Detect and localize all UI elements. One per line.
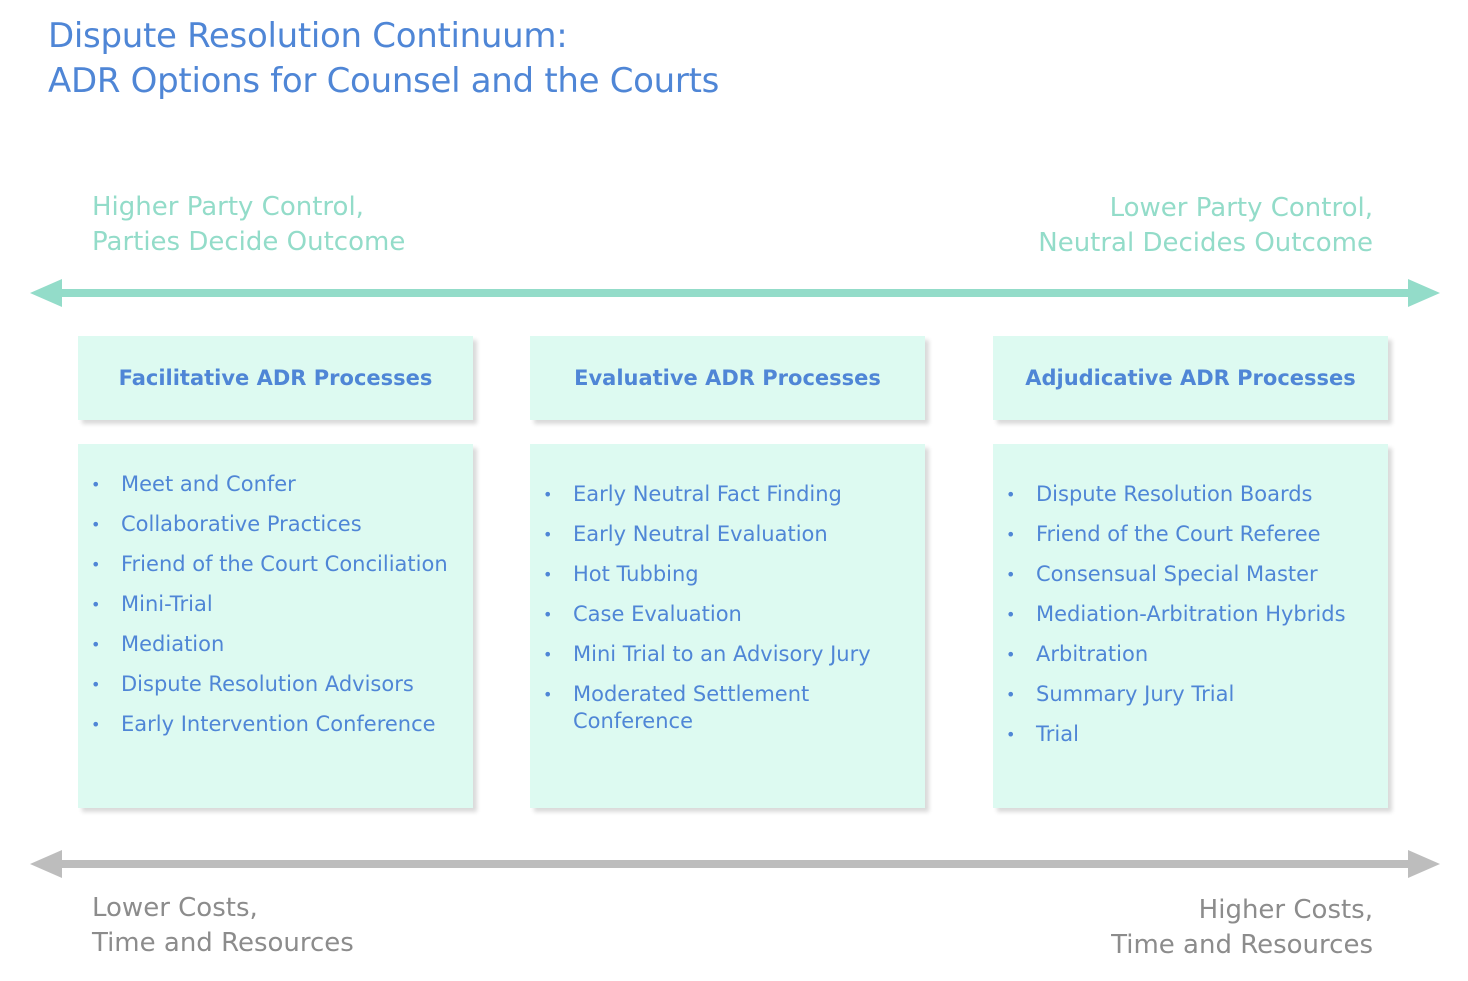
evaluative-list-box: • Early Neutral Fact Finding • Early Neutr… <box>530 444 925 808</box>
list-item-label: Early Intervention Conference <box>121 712 436 736</box>
bullet-icon: • <box>543 685 553 704</box>
list-item: • Early Intervention Conference <box>78 711 463 738</box>
bullet-icon: • <box>91 595 101 614</box>
lower-costs-label: Lower Costs, Time and Resources <box>92 891 354 961</box>
list-item-label: Mediation <box>121 632 225 656</box>
bullet-icon: • <box>543 645 553 664</box>
list-item-label: Dispute Resolution Boards <box>1036 482 1313 506</box>
list-item: • Mediation-Arbitration Hybrids <box>993 601 1378 628</box>
list-item: • Early Neutral Fact Finding <box>530 481 885 508</box>
list-item-label: Trial <box>1036 722 1079 746</box>
list-item: • Trial <box>993 721 1378 748</box>
list-item-label: Mini Trial to an Advisory Jury <box>573 642 871 666</box>
lower-party-control-line-1: Lower Party Control, <box>1109 193 1373 223</box>
evaluative-heading: Evaluative ADR Processes <box>574 366 881 390</box>
facilitative-heading-box: Facilitative ADR Processes <box>78 336 473 420</box>
lower-costs-line-1: Lower Costs, <box>92 893 258 923</box>
adjudicative-list-box: • Dispute Resolution Boards • Friend of th… <box>993 444 1388 808</box>
bullet-icon: • <box>91 635 101 654</box>
list-item-label: Early Neutral Evaluation <box>573 522 828 546</box>
list-item: • Meet and Confer <box>78 471 463 498</box>
lower-costs-line-2: Time and Resources <box>92 928 354 958</box>
evaluative-heading-box: Evaluative ADR Processes <box>530 336 925 420</box>
list-item: • Mini Trial to an Advisory Jury <box>530 641 885 668</box>
list-item: • Moderated Settlement Conference <box>530 681 885 735</box>
bullet-icon: • <box>543 605 553 624</box>
bullet-icon: • <box>91 475 101 494</box>
list-item: • Early Neutral Evaluation <box>530 521 885 548</box>
higher-party-control-line-2: Parties Decide Outcome <box>92 227 406 257</box>
higher-costs-label: Higher Costs, Time and Resources <box>1111 893 1373 963</box>
list-item: • Dispute Resolution Advisors <box>78 671 463 698</box>
bullet-icon: • <box>543 565 553 584</box>
list-item-label: Summary Jury Trial <box>1036 682 1235 706</box>
list-item-label: Early Neutral Fact Finding <box>573 482 842 506</box>
lower-party-control-label: Lower Party Control, Neutral Decides Out… <box>1038 191 1373 261</box>
list-item: • Case Evaluation <box>530 601 885 628</box>
list-item-label: Friend of the Court Conciliation <box>121 552 448 576</box>
facilitative-heading: Facilitative ADR Processes <box>118 366 433 390</box>
facilitative-list-box: • Meet and Confer • Collaborative Practice… <box>78 444 473 808</box>
title-line-2: ADR Options for Counsel and the Courts <box>48 61 720 101</box>
list-item-label: Friend of the Court Referee <box>1036 522 1321 546</box>
title-line-1: Dispute Resolution Continuum: <box>48 16 568 56</box>
adjudicative-heading: Adjudicative ADR Processes <box>1025 366 1356 390</box>
adjudicative-heading-box: Adjudicative ADR Processes <box>993 336 1388 420</box>
list-item: • Dispute Resolution Boards <box>993 481 1378 508</box>
list-item-label: Dispute Resolution Advisors <box>121 672 414 696</box>
bullet-icon: • <box>1006 485 1016 504</box>
bullet-icon: • <box>91 675 101 694</box>
list-item: • Summary Jury Trial <box>993 681 1378 708</box>
evaluative-list: • Early Neutral Fact Finding • Early Neutr… <box>530 444 925 735</box>
bullet-icon: • <box>1006 525 1016 544</box>
facilitative-list: • Meet and Confer • Collaborative Practice… <box>78 444 473 738</box>
page-title: Dispute Resolution Continuum: ADR Option… <box>48 14 719 104</box>
list-item: • Friend of the Court Conciliation <box>78 551 463 578</box>
list-item-label: Hot Tubbing <box>573 562 699 586</box>
cost-arrow <box>30 850 1440 878</box>
bullet-icon: • <box>543 525 553 544</box>
higher-costs-line-1: Higher Costs, <box>1198 895 1373 925</box>
bullet-icon: • <box>91 515 101 534</box>
list-item-label: Moderated Settlement Conference <box>573 682 810 733</box>
list-item: • Mediation <box>78 631 463 658</box>
lower-party-control-line-2: Neutral Decides Outcome <box>1038 228 1373 258</box>
cost-arrow-shape <box>30 850 1440 878</box>
list-item-label: Collaborative Practices <box>121 512 362 536</box>
adjudicative-list: • Dispute Resolution Boards • Friend of th… <box>993 444 1388 748</box>
bullet-icon: • <box>1006 645 1016 664</box>
list-item: • Friend of the Court Referee <box>993 521 1378 548</box>
bullet-icon: • <box>1006 605 1016 624</box>
party-control-arrow-shape <box>30 279 1440 307</box>
bullet-icon: • <box>1006 685 1016 704</box>
list-item: • Consensual Special Master <box>993 561 1378 588</box>
bullet-icon: • <box>1006 725 1016 744</box>
list-item: • Arbitration <box>993 641 1378 668</box>
bullet-icon: • <box>91 555 101 574</box>
higher-party-control-line-1: Higher Party Control, <box>92 192 364 222</box>
bullet-icon: • <box>1006 565 1016 584</box>
bullet-icon: • <box>91 715 101 734</box>
list-item-label: Consensual Special Master <box>1036 562 1318 586</box>
higher-party-control-label: Higher Party Control, Parties Decide Out… <box>92 190 405 260</box>
list-item: • Hot Tubbing <box>530 561 885 588</box>
list-item-label: Case Evaluation <box>573 602 742 626</box>
list-item-label: Arbitration <box>1036 642 1149 666</box>
list-item-label: Mini-Trial <box>121 592 213 616</box>
list-item: • Collaborative Practices <box>78 511 463 538</box>
party-control-arrow <box>30 279 1440 307</box>
higher-costs-line-2: Time and Resources <box>1111 930 1373 960</box>
bullet-icon: • <box>543 485 553 504</box>
list-item-label: Mediation-Arbitration Hybrids <box>1036 602 1346 626</box>
list-item: • Mini-Trial <box>78 591 463 618</box>
list-item-label: Meet and Confer <box>121 472 296 496</box>
